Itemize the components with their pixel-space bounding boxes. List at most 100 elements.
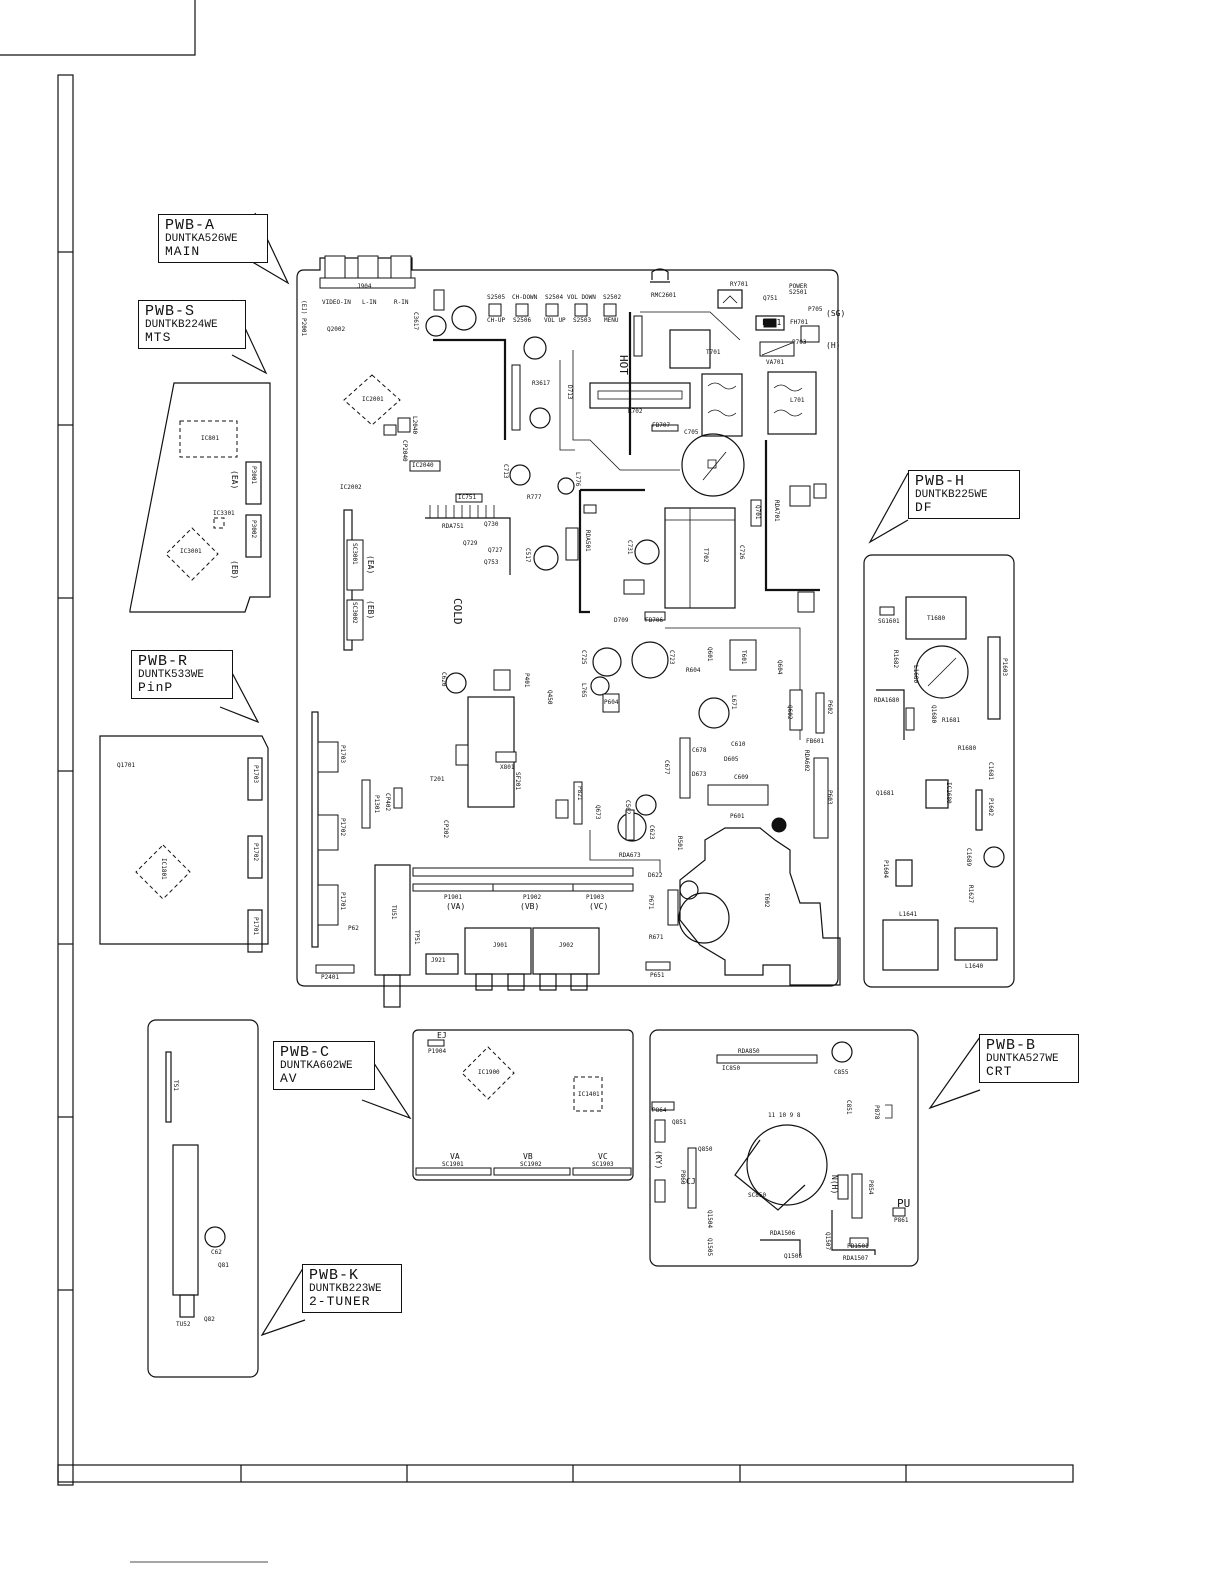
- array-label: RDA501: [584, 530, 591, 552]
- transistor-label: Q602: [786, 705, 793, 720]
- capacitor-label: C678: [692, 747, 707, 754]
- ferrite-label: FB707: [652, 422, 671, 429]
- resistor-label: R501: [676, 836, 683, 851]
- board-name: PWB-S: [145, 303, 196, 320]
- capacitor-label: C705: [684, 429, 699, 436]
- connector-label: P602: [826, 700, 833, 715]
- callout-pwb-k: PWB-K DUNTKB223WE 2-TUNER: [302, 1264, 402, 1313]
- pwb-h-outline: [863, 554, 1015, 988]
- transistor-label: Q1505: [706, 1238, 713, 1257]
- fuse-label: F701: [762, 318, 782, 327]
- capacitor-label: C726: [738, 545, 745, 560]
- transistor-label: Q1504: [706, 1210, 713, 1229]
- key-label: VOL UP: [544, 317, 566, 324]
- connector-label: P861: [894, 1217, 909, 1224]
- connector-label: P1701: [339, 892, 346, 911]
- connector-label: CJ: [686, 1177, 696, 1186]
- coil-label: L701: [790, 397, 805, 404]
- connector-label: P1902: [523, 894, 542, 901]
- connector-label: P705: [808, 306, 823, 313]
- ic-label: IC2001: [362, 396, 384, 403]
- transistor-label: Q450: [546, 690, 553, 705]
- connector-label: P2001: [300, 318, 307, 337]
- crystal-label: X801: [500, 764, 515, 771]
- connector-label: P1301: [373, 795, 380, 814]
- transistor-label: Q701: [754, 505, 761, 520]
- diode-label: D605: [724, 756, 739, 763]
- capacitor-label: C851: [845, 1100, 852, 1115]
- capacitor-label: C1689: [965, 848, 972, 867]
- transformer-label: T602: [763, 893, 770, 908]
- pwb-k-outline: [147, 1019, 259, 1378]
- varistor-label: VA701: [766, 359, 785, 366]
- coil-label: L1640: [965, 963, 984, 970]
- switch-label: S2505: [487, 294, 506, 301]
- connector-label: (KY): [654, 1150, 663, 1170]
- capacitor-label: C677: [663, 760, 670, 775]
- board-code: DUNTKA526WE: [165, 232, 238, 245]
- jack-label: J902: [559, 942, 574, 949]
- ic-label: IC850: [722, 1065, 741, 1072]
- board-desc: MTS: [145, 330, 172, 346]
- board-name: PWB-K: [309, 1267, 360, 1284]
- connector-label: SC1902: [520, 1161, 542, 1168]
- resistor-label: R1680: [958, 745, 977, 752]
- connector-label: (EA): [366, 555, 375, 575]
- coil-label: L776: [574, 472, 581, 487]
- key-label: MENU: [604, 317, 619, 324]
- transistor-label: Q81: [218, 1262, 229, 1269]
- capacitor-label: C620: [440, 672, 447, 687]
- ic-label: IC1801: [160, 858, 167, 880]
- ferrite-label: FB1501: [847, 1243, 869, 1250]
- connector-label: P1701: [252, 917, 259, 936]
- diode-label: D622: [648, 872, 663, 879]
- connector-label: P854: [867, 1180, 874, 1195]
- board-code: DUNTKB225WE: [915, 488, 988, 501]
- connector-label: N(H): [830, 1175, 839, 1195]
- board-code: DUNTKB224WE: [145, 318, 218, 331]
- connector-label: P651: [650, 972, 665, 979]
- ferrite-label: FB706: [645, 617, 664, 624]
- capacitor-label: C502: [624, 800, 631, 815]
- pwb-b-outline: [649, 1029, 919, 1267]
- connector-label: P1604: [882, 860, 889, 879]
- power-switch-label: POWER: [789, 283, 808, 290]
- connector-label: EJ: [437, 1031, 447, 1040]
- connector-label: P1602: [987, 798, 994, 817]
- transformer-label: T1680: [927, 615, 946, 622]
- connector-label: (VA): [446, 902, 466, 911]
- connector-label: SC1901: [442, 1161, 464, 1168]
- transistor-label: Q751: [763, 295, 778, 302]
- transistor-label: Q729: [463, 540, 478, 547]
- callout-pwb-s: PWB-S DUNTKB224WE MTS: [138, 300, 246, 349]
- board-name: PWB-C: [280, 1044, 331, 1061]
- ferrite-label: FB601: [806, 738, 825, 745]
- ic-label: IC751: [458, 494, 477, 501]
- board-code: DUNTK533WE: [138, 668, 205, 681]
- resistor-label: R777: [527, 494, 542, 501]
- main-board-outline: [296, 255, 841, 1008]
- transistor-label: Q1507: [824, 1232, 831, 1251]
- connector-label: (EB): [230, 560, 239, 580]
- connector-label: (H): [826, 341, 841, 350]
- resistor-label: R702: [628, 408, 643, 415]
- connector-label: PU: [897, 1197, 911, 1210]
- capacitor-label: C609: [734, 774, 749, 781]
- transistor-label: Q851: [672, 1119, 687, 1126]
- transistor-label: Q1701: [117, 762, 136, 769]
- sensor-label: RMC2601: [651, 292, 677, 299]
- connector-label: P62: [348, 925, 359, 932]
- connector-label: VB: [523, 1152, 533, 1161]
- connector-label: P401: [523, 673, 530, 688]
- callout-pwb-b: PWB-B DUNTKA527WE CRT: [979, 1034, 1079, 1083]
- connector-label: VA: [450, 1152, 460, 1161]
- pwb-c-outline: [412, 1029, 634, 1181]
- ic-label: IC3001: [180, 548, 202, 555]
- transformer-label: T601: [740, 650, 747, 665]
- resistor-label: R3617: [532, 380, 551, 387]
- connector-label: P1904: [428, 1048, 447, 1055]
- pin-numbers: 11 10 9 8: [768, 1112, 801, 1119]
- board-desc: MAIN: [165, 244, 201, 260]
- board-name: PWB-B: [986, 1037, 1037, 1054]
- filter-label: SF201: [514, 772, 521, 791]
